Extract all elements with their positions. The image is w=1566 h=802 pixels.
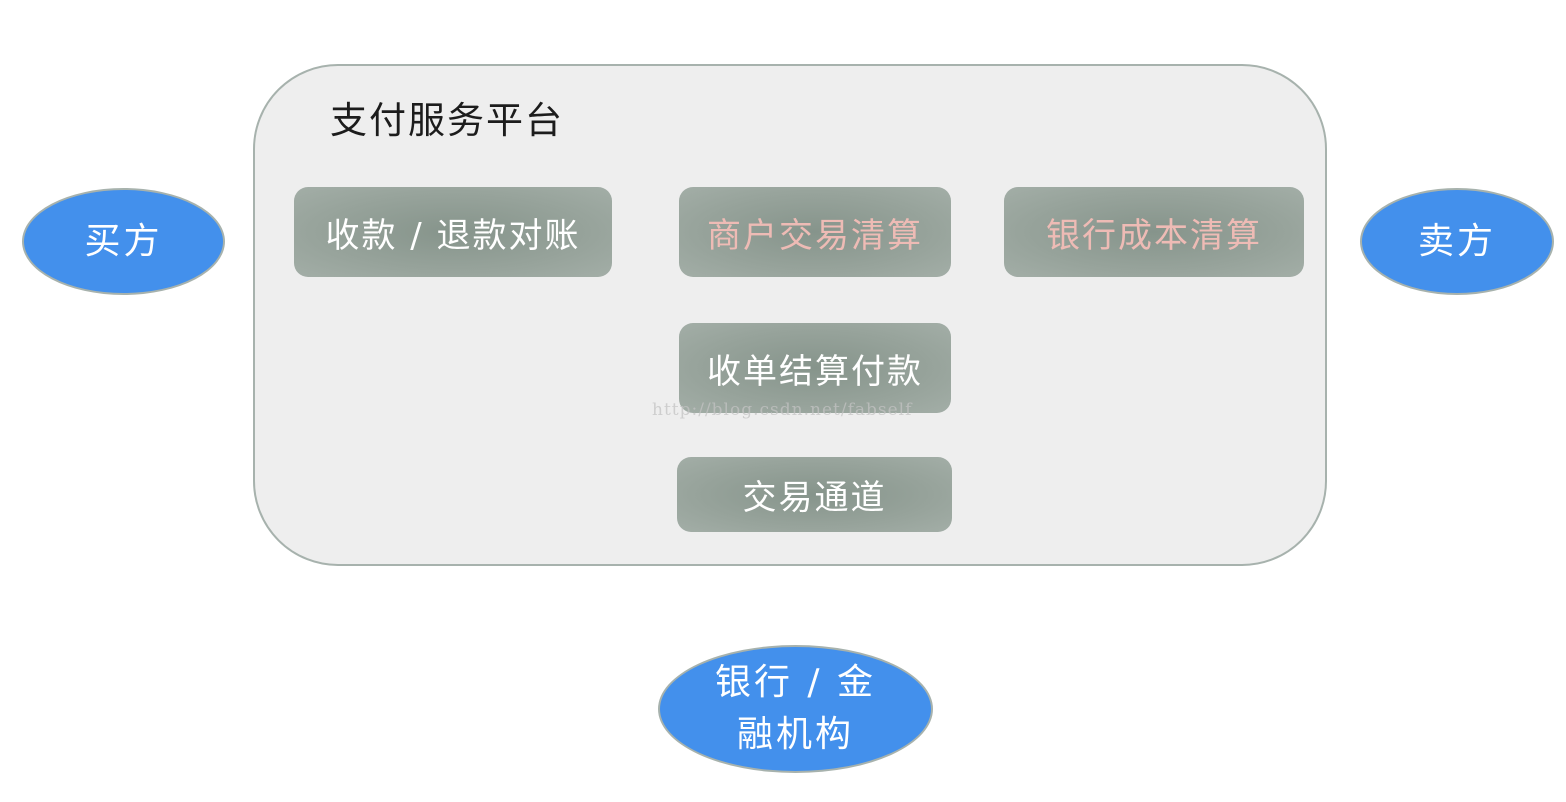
module-merchant-trade-clearing: 商户交易清算 — [679, 187, 951, 277]
party-bank-financial-institution: 银行 / 金融机构 — [658, 645, 933, 773]
watermark: http://blog.csdn.net/fabself — [652, 400, 913, 420]
module-bank-cost-clearing: 银行成本清算 — [1004, 187, 1304, 277]
party-buyer: 买方 — [22, 188, 225, 295]
platform-title: 支付服务平台 — [330, 99, 564, 142]
module-acquiring-settlement-payment: 收单结算付款 — [679, 323, 951, 413]
module-collection-refund-reconciliation: 收款 / 退款对账 — [294, 187, 612, 277]
party-seller: 卖方 — [1360, 188, 1554, 295]
module-transaction-channel: 交易通道 — [677, 457, 952, 532]
